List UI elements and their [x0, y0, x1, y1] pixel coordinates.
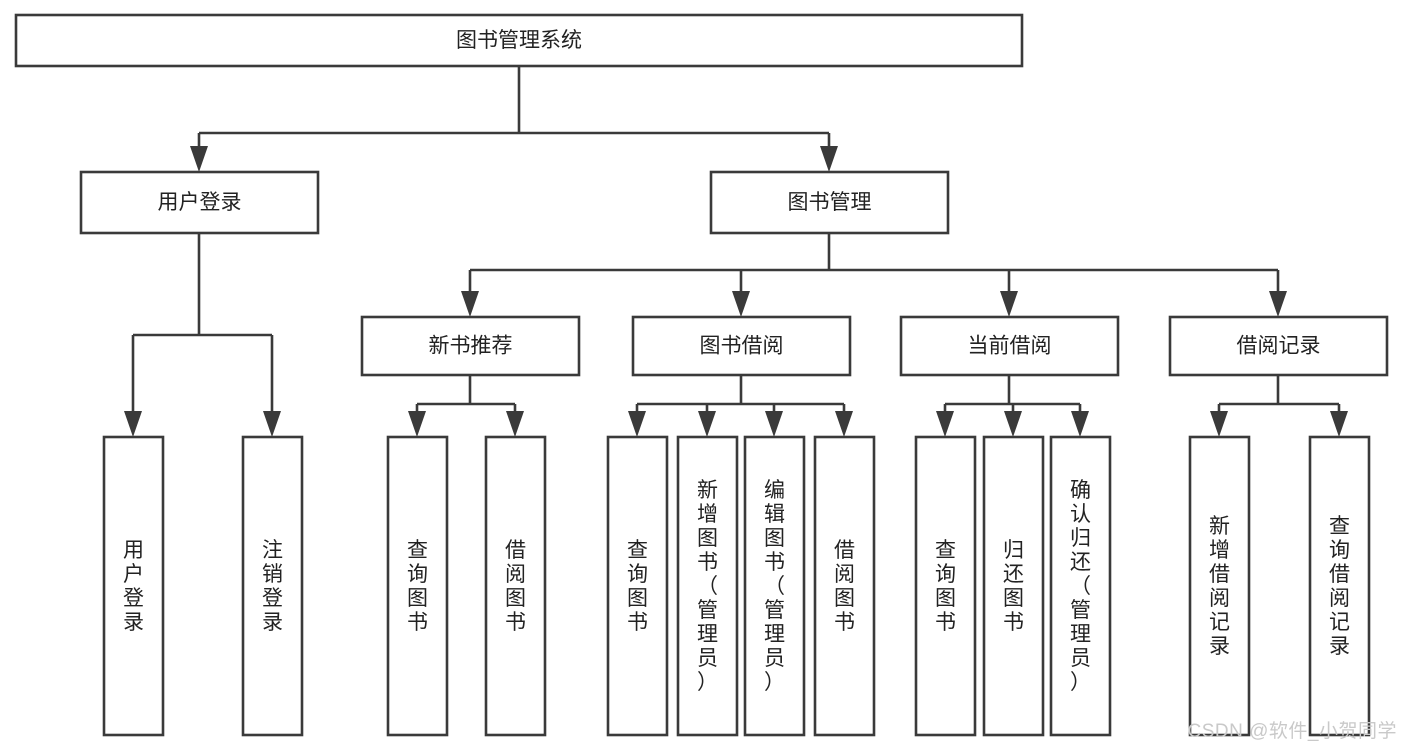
arrow-head-icon: [408, 411, 426, 437]
connector-layer: [124, 66, 1348, 437]
node-leaf-query-record-box[interactable]: [1308, 435, 1371, 737]
node-leaf-query-book-3-label: 查询图书: [935, 539, 956, 634]
node-leaf-borrow-book-1-label: 借阅图书: [505, 539, 526, 634]
node-book-borrow-box[interactable]: [631, 315, 852, 377]
node-leaf-query-book-2-label: 查询图书: [627, 539, 648, 634]
arrow-head-icon: [1269, 291, 1287, 317]
arrow-head-icon: [190, 146, 208, 172]
node-leaf-add-book-box[interactable]: [676, 435, 739, 737]
node-layer: 图书管理系统用户登录图书管理新书推荐图书借阅当前借阅借阅记录用户登录注销登录查询…: [14, 13, 1389, 737]
node-leaf-borrow-book-2-box[interactable]: [813, 435, 876, 737]
node-book-manage-label: 图书管理: [788, 191, 872, 214]
node-leaf-borrow-book-1-box[interactable]: [484, 435, 547, 737]
arrow-head-icon: [732, 291, 750, 317]
arrow-head-icon: [506, 411, 524, 437]
arrow-head-icon: [765, 411, 783, 437]
node-current-borrow-box[interactable]: [899, 315, 1120, 377]
node-leaf-confirm-return-box[interactable]: [1049, 435, 1112, 737]
node-leaf-logout-box[interactable]: [241, 435, 304, 737]
arrow-head-icon: [698, 411, 716, 437]
node-current-borrow-label: 当前借阅: [968, 335, 1052, 358]
arrow-head-icon: [1210, 411, 1228, 437]
arrow-head-icon: [461, 291, 479, 317]
node-leaf-return-book-box[interactable]: [982, 435, 1045, 737]
arrow-head-icon: [936, 411, 954, 437]
node-book-borrow-label: 图书借阅: [700, 335, 784, 358]
arrow-head-icon: [835, 411, 853, 437]
node-leaf-edit-book-box[interactable]: [743, 435, 806, 737]
arrow-head-icon: [1000, 291, 1018, 317]
arrow-head-icon: [1071, 411, 1089, 437]
node-leaf-return-book-label: 归还图书: [1003, 539, 1024, 634]
arrow-head-icon: [820, 146, 838, 172]
node-leaf-query-record-label: 查询借阅记录: [1329, 515, 1350, 658]
node-leaf-query-book-3-box[interactable]: [914, 435, 977, 737]
node-leaf-user-login-box[interactable]: [102, 435, 165, 737]
node-new-book-rec-label: 新书推荐: [429, 335, 513, 358]
node-leaf-borrow-book-2-label: 借阅图书: [834, 539, 855, 634]
node-borrow-record-box[interactable]: [1168, 315, 1389, 377]
node-new-book-rec-box[interactable]: [360, 315, 581, 377]
node-leaf-query-book-2-box[interactable]: [606, 435, 669, 737]
node-leaf-add-book-label: 新增图书（管理员）: [697, 479, 718, 694]
arrow-head-icon: [263, 411, 281, 437]
node-leaf-add-record-label: 新增借阅记录: [1209, 515, 1230, 658]
root-node-box[interactable]: [14, 13, 1024, 68]
node-leaf-add-record-box[interactable]: [1188, 435, 1251, 737]
node-leaf-edit-book-label: 编辑图书（管理员）: [764, 479, 785, 694]
node-leaf-query-book-1-box[interactable]: [386, 435, 449, 737]
node-borrow-record-label: 借阅记录: [1237, 335, 1321, 358]
node-leaf-confirm-return-label: 确认归还（管理员）: [1070, 479, 1091, 694]
node-book-manage-box[interactable]: [709, 170, 950, 235]
node-leaf-user-login-label: 用户登录: [123, 539, 144, 634]
node-leaf-query-book-1-label: 查询图书: [407, 539, 428, 634]
arrow-head-icon: [1004, 411, 1022, 437]
node-leaf-logout-label: 注销登录: [262, 539, 283, 634]
arrow-head-icon: [1330, 411, 1348, 437]
arrow-head-icon: [628, 411, 646, 437]
arrow-head-icon: [124, 411, 142, 437]
root-node-label: 图书管理系统: [456, 29, 582, 52]
node-user-login-label: 用户登录: [158, 191, 242, 214]
node-user-login-box[interactable]: [79, 170, 320, 235]
